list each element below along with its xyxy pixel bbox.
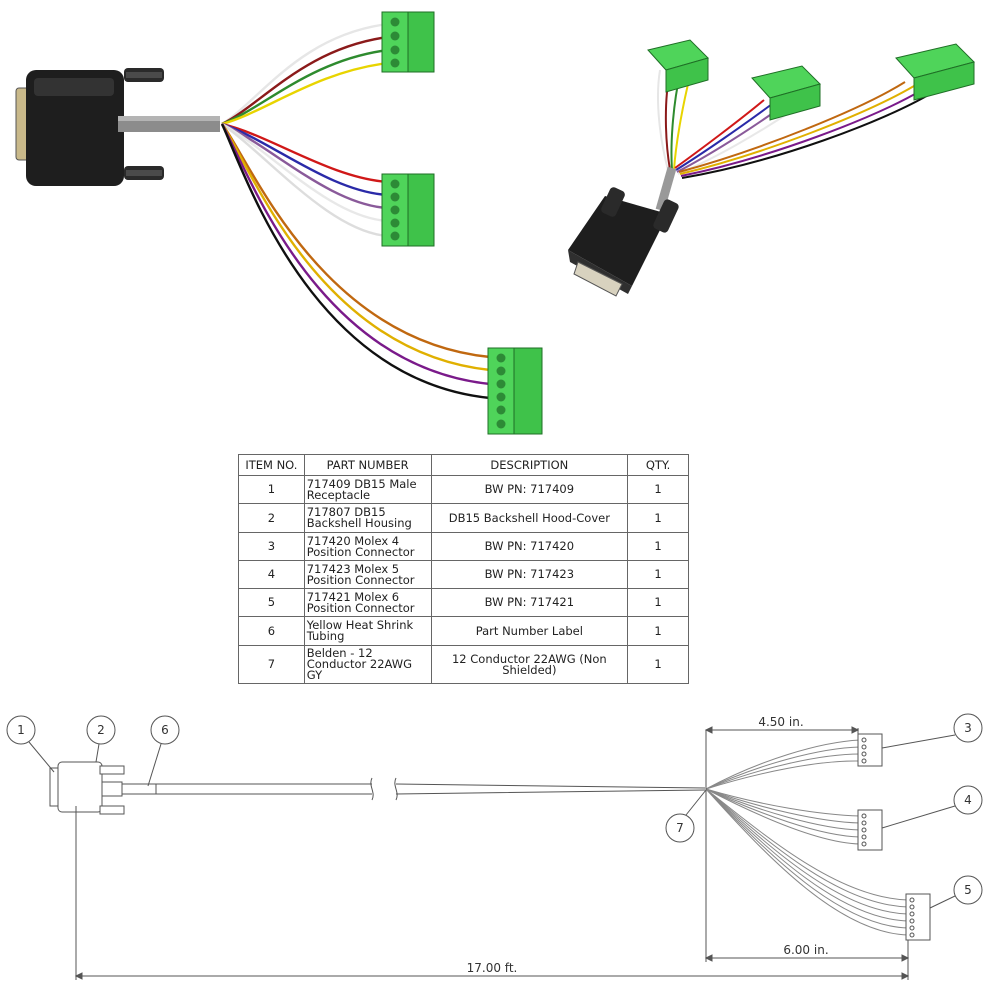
qty-cell: 1	[627, 560, 689, 589]
dimension-overall-length: 17.00 ft.	[467, 961, 518, 975]
col-header-item-no: ITEM NO.	[238, 454, 305, 476]
item-no-cell: 3	[238, 532, 305, 561]
terminal-block-6pos-iso	[895, 43, 975, 101]
col-header-qty: QTY.	[627, 454, 689, 476]
col-header-part-number: PART NUMBER	[303, 454, 432, 476]
balloon-label-1: 1	[17, 723, 25, 737]
item-no-cell: 5	[238, 588, 305, 617]
qty-cell: 1	[627, 503, 689, 533]
qty-cell: 1	[627, 532, 689, 561]
part-number-cell: 717421 Molex 6 Position Connector	[303, 588, 432, 617]
part-number-cell: 717409 DB15 Male Receptacle	[303, 475, 432, 504]
table-row: 4 717423 Molex 5 Position Connector BW P…	[238, 560, 689, 589]
breakout-wires	[705, 739, 909, 936]
isometric-view-render	[568, 39, 975, 297]
dimension-breakout-upper: 4.50 in.	[758, 715, 803, 729]
db15-connector-iso	[568, 187, 679, 297]
item-no-cell: 1	[238, 475, 305, 504]
part-number-cell: 717420 Molex 4 Position Connector	[303, 532, 432, 561]
table-row: 6 Yellow Heat Shrink Tubing Part Number …	[238, 616, 689, 646]
bill-of-materials-table: ITEM NO. PART NUMBER DESCRIPTION QTY. 1 …	[238, 454, 689, 684]
qty-cell: 1	[627, 616, 689, 646]
item-no-cell: 2	[238, 503, 305, 533]
terminal-block-6pos-front	[487, 347, 543, 435]
dimension-lines	[74, 726, 910, 980]
balloon-label-2: 2	[97, 723, 105, 737]
table-row: 1 717409 DB15 Male Receptacle BW PN: 717…	[238, 475, 689, 504]
connector-outline-4pos	[857, 733, 883, 767]
part-number-cell: 717807 DB15 Backshell Housing	[303, 503, 432, 533]
description-cell: BW PN: 717420	[430, 532, 629, 561]
col-header-description: DESCRIPTION	[430, 454, 629, 476]
terminal-block-4pos-iso	[647, 39, 709, 93]
balloon-label-3: 3	[964, 721, 972, 735]
part-number-cell: Yellow Heat Shrink Tubing	[303, 616, 432, 646]
balloon-label-7: 7	[676, 821, 684, 835]
front-view-render	[15, 11, 543, 435]
balloon-label-6: 6	[161, 723, 169, 737]
table-row: 2 717807 DB15 Backshell Housing DB15 Bac…	[238, 503, 689, 533]
table-row: 3 717420 Molex 4 Position Connector BW P…	[238, 532, 689, 561]
description-cell: BW PN: 717409	[430, 475, 629, 504]
qty-cell: 1	[627, 588, 689, 617]
part-number-cell: Belden - 12 Conductor 22AWG GY	[303, 645, 432, 684]
description-cell: 12 Conductor 22AWG (Non Shielded)	[430, 645, 629, 684]
description-cell: BW PN: 717423	[430, 560, 629, 589]
description-cell: DB15 Backshell Hood-Cover	[430, 503, 629, 533]
description-cell: Part Number Label	[430, 616, 629, 646]
connector-outline-5pos	[857, 809, 883, 851]
qty-cell: 1	[627, 645, 689, 684]
balloons	[6, 713, 983, 909]
wire-bundle-front	[220, 22, 491, 400]
table-row: 7 Belden - 12 Conductor 22AWG GY 12 Cond…	[238, 645, 689, 684]
table-header-row: ITEM NO. PART NUMBER DESCRIPTION QTY.	[238, 454, 689, 476]
terminal-block-5pos-front	[381, 173, 435, 247]
line-drawing	[6, 713, 983, 980]
balloon-label-5: 5	[964, 883, 972, 897]
terminal-block-4pos-front	[381, 11, 435, 73]
qty-cell: 1	[627, 475, 689, 504]
item-no-cell: 6	[238, 616, 305, 646]
part-number-cell: 717423 Molex 5 Position Connector	[303, 560, 432, 589]
db15-connector-outline	[49, 761, 157, 815]
table-row: 5 717421 Molex 6 Position Connector BW P…	[238, 588, 689, 617]
balloon-label-4: 4	[964, 793, 972, 807]
terminal-block-5pos-iso	[751, 65, 821, 121]
connector-outline-6pos	[905, 893, 931, 941]
item-no-cell: 4	[238, 560, 305, 589]
db15-connector-front	[15, 68, 220, 186]
item-no-cell: 7	[238, 645, 305, 684]
dimension-breakout-lower: 6.00 in.	[783, 943, 828, 957]
description-cell: BW PN: 717421	[430, 588, 629, 617]
